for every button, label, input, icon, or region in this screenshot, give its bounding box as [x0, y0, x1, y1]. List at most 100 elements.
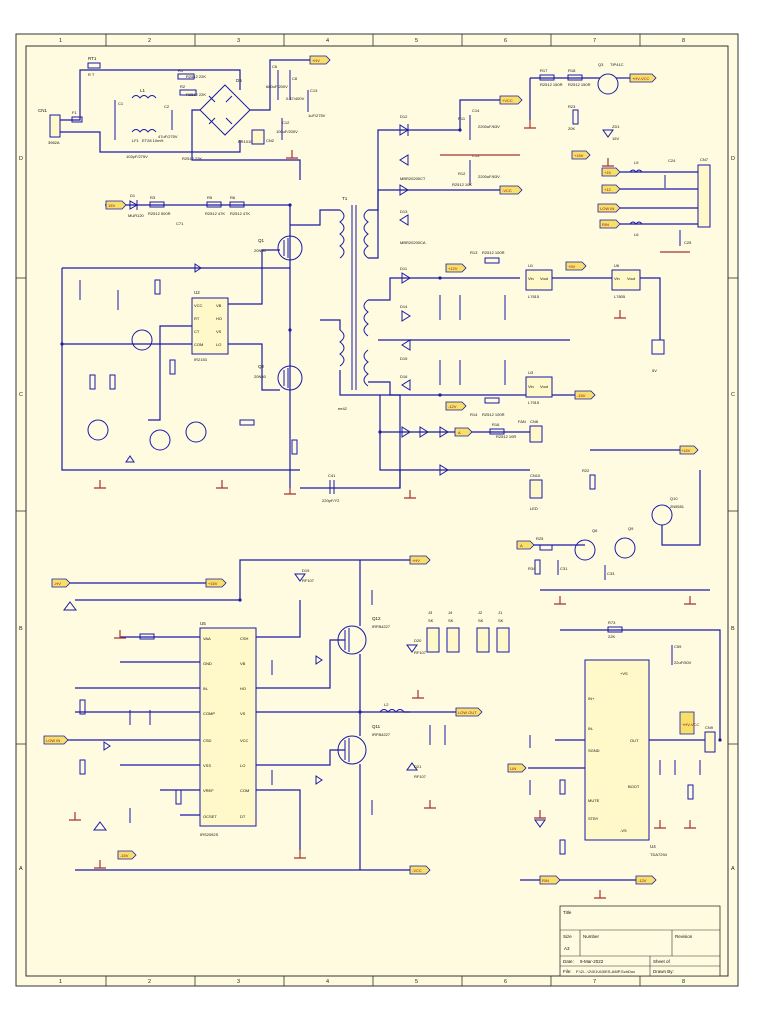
d-aux-1[interactable]	[194, 263, 202, 273]
cn9-connector[interactable]	[704, 731, 716, 753]
q10-label: Q10	[670, 496, 678, 501]
cn2-connector[interactable]	[251, 129, 265, 145]
l2-inductor[interactable]	[379, 709, 405, 713]
r3-resistor[interactable]	[149, 201, 165, 208]
cn-5v-connector[interactable]	[651, 339, 665, 355]
ground-driver-1	[94, 480, 106, 489]
r18-resistor[interactable]	[567, 74, 583, 81]
cn8-label: CN8	[530, 419, 539, 424]
led-aux-1[interactable]	[125, 455, 135, 463]
d5-bridge[interactable]	[199, 84, 251, 136]
r73-resistor[interactable]	[607, 626, 623, 633]
d-fan-4[interactable]	[439, 464, 449, 476]
rt1-thermistor[interactable]	[87, 62, 101, 69]
cn10-connector[interactable]	[529, 479, 543, 499]
zd-u5-1[interactable]	[63, 601, 77, 611]
r14-resistor[interactable]	[484, 397, 500, 404]
u6-regulator[interactable]	[611, 269, 641, 291]
d15-diode[interactable]	[401, 339, 411, 351]
f1-fuse[interactable]	[71, 116, 83, 123]
r-aux-4[interactable]	[109, 374, 116, 390]
zd1-zener[interactable]	[602, 129, 614, 138]
u2-ic[interactable]	[191, 297, 229, 355]
d1-diode[interactable]	[129, 200, 139, 210]
d-u5-2[interactable]	[315, 655, 323, 665]
j4-speaker-jack[interactable]	[446, 627, 460, 653]
q2-mosfet[interactable]	[277, 365, 303, 391]
zd-u5-2[interactable]	[93, 821, 107, 831]
r6-resistor[interactable]	[229, 201, 245, 208]
q-aux-1[interactable]	[131, 329, 153, 351]
r-aux-1[interactable]	[154, 279, 161, 295]
u1-regulator[interactable]	[525, 269, 553, 291]
r-u5-3[interactable]	[79, 759, 86, 775]
svg-text:+5V: +5V	[568, 264, 576, 269]
u5-ic[interactable]	[199, 627, 257, 827]
j2-speaker-jack[interactable]	[476, 627, 490, 653]
d13-diode[interactable]	[399, 184, 409, 196]
cn7-connector[interactable]	[697, 164, 711, 228]
d16-diode[interactable]	[401, 379, 411, 391]
c2-label: C2	[164, 104, 170, 109]
lf1-choke[interactable]	[131, 129, 157, 133]
j3-speaker-jack[interactable]	[426, 627, 440, 653]
q6-transistor[interactable]	[574, 539, 596, 561]
r-u5-4[interactable]	[175, 789, 182, 805]
u2-value: IR2153	[194, 357, 208, 362]
r44-resistor[interactable]	[291, 439, 298, 455]
cn1-connector[interactable]	[49, 114, 61, 138]
q-aux-3[interactable]	[149, 429, 171, 451]
r22-resistor[interactable]	[589, 474, 596, 490]
r-aux-3[interactable]	[89, 374, 96, 390]
u3-regulator[interactable]	[525, 376, 553, 398]
zd-fan-3[interactable]	[439, 426, 449, 438]
d-fan-1[interactable]	[401, 426, 411, 438]
d-u5-3[interactable]	[315, 775, 323, 785]
svg-text:LOW IN: LOW IN	[46, 738, 60, 743]
q12-mosfet[interactable]	[337, 625, 367, 655]
r-aux-2[interactable]	[169, 359, 176, 375]
r13-resistor[interactable]	[484, 257, 500, 264]
d14-diode[interactable]	[401, 310, 411, 322]
r5-resistor[interactable]	[206, 201, 222, 208]
transformer-t1[interactable]: T1 ee42	[338, 196, 369, 411]
r2-resistor[interactable]	[179, 89, 197, 96]
d19-diode[interactable]	[294, 573, 306, 582]
d20-diode[interactable]	[406, 644, 418, 653]
q-aux-5[interactable]	[185, 421, 207, 443]
zd-fan-2[interactable]	[419, 426, 429, 438]
r16-resistor[interactable]	[489, 428, 505, 435]
l1-inductor[interactable]	[131, 95, 157, 99]
q1-mosfet[interactable]	[277, 235, 303, 261]
svg-text:+15: +15	[604, 170, 612, 175]
l5-inductor[interactable]	[629, 169, 643, 173]
d13b-diode[interactable]	[399, 214, 409, 226]
wire-reg-minus	[368, 381, 575, 396]
l6-inductor[interactable]	[629, 221, 643, 225]
d12b-diode[interactable]	[399, 154, 409, 166]
q9-transistor[interactable]	[614, 537, 636, 559]
r-u4-3[interactable]	[559, 839, 566, 855]
r-u5-1[interactable]	[139, 633, 155, 640]
r-u4-1[interactable]	[687, 784, 694, 800]
cn8-connector[interactable]	[529, 425, 543, 443]
r17-resistor[interactable]	[539, 74, 555, 81]
r-u5-2[interactable]	[79, 699, 86, 715]
q-aux-4[interactable]	[87, 419, 109, 441]
q3-transistor[interactable]	[597, 73, 619, 95]
r-u4-2[interactable]	[559, 779, 566, 795]
r23-resistor[interactable]	[572, 109, 579, 125]
d-u5-1[interactable]	[103, 741, 111, 751]
d12-diode[interactable]	[399, 124, 409, 136]
d-u4-1[interactable]	[534, 819, 546, 828]
d21-diode[interactable]	[406, 762, 418, 771]
q11-mosfet[interactable]	[337, 735, 367, 765]
r-aux-5[interactable]	[239, 419, 255, 426]
j1-speaker-jack[interactable]	[496, 627, 510, 653]
d11-diode[interactable]	[401, 272, 411, 284]
r1-resistor[interactable]	[177, 73, 195, 80]
svg-text:A: A	[520, 543, 523, 548]
r34-resistor[interactable]	[534, 559, 541, 575]
zd1-value: 15V	[612, 136, 619, 141]
u4-ic[interactable]	[584, 659, 650, 841]
